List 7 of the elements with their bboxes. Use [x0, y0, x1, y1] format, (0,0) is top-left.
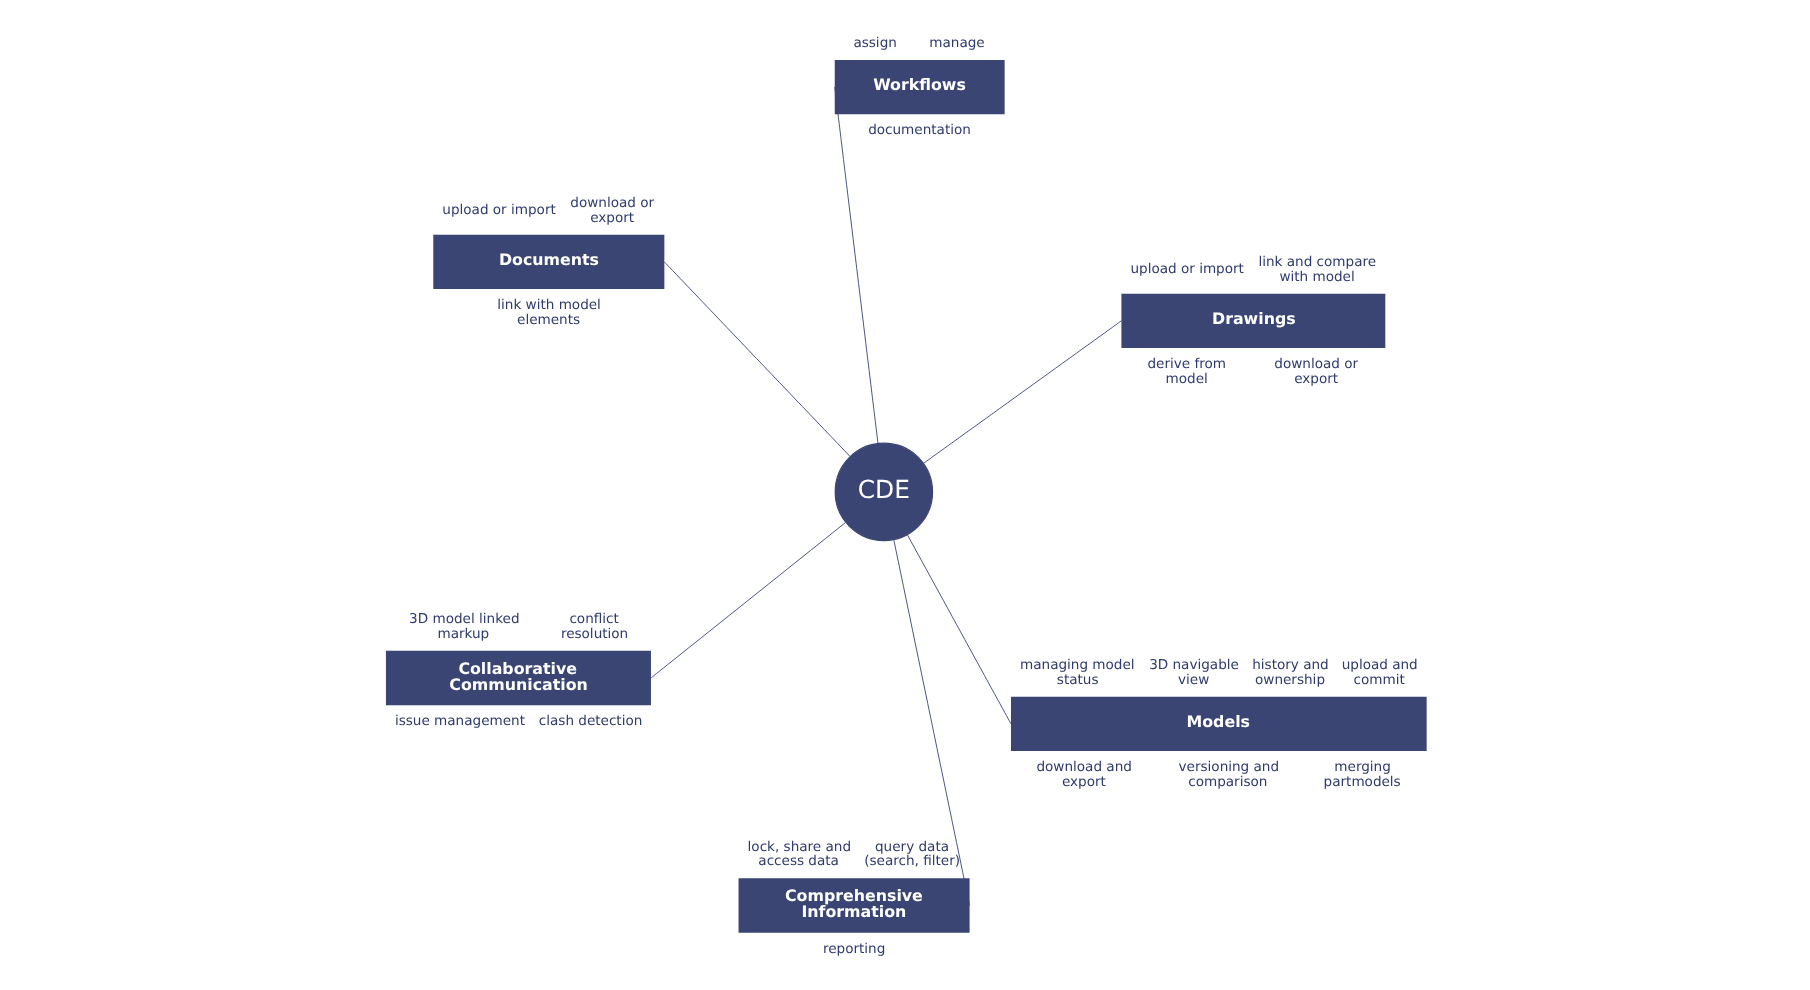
connector: [662, 260, 850, 456]
connector: [892, 538, 970, 905]
node-circle: CDE: [833, 441, 933, 541]
connector: [649, 521, 845, 678]
connector: [833, 85, 878, 443]
connector: [906, 533, 1011, 724]
connector: [922, 319, 1121, 463]
